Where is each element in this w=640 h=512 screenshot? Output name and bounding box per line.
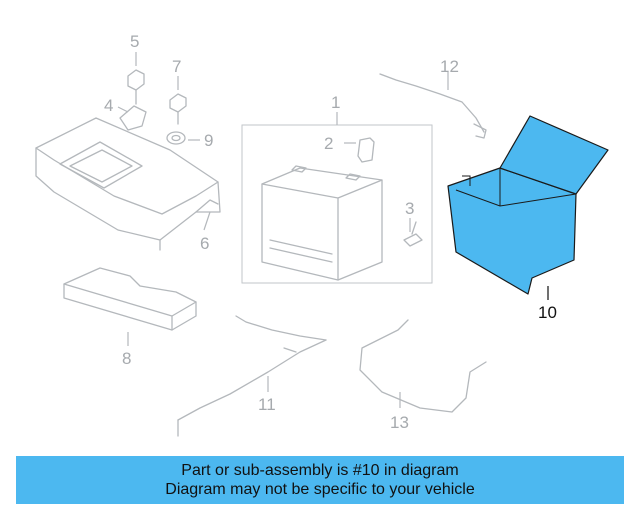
callout-3: 3 <box>405 199 414 218</box>
callout-9: 9 <box>204 131 213 150</box>
leader-4 <box>117 106 129 113</box>
tray-plate-8[interactable] <box>63 267 197 331</box>
callout-6: 6 <box>200 234 209 253</box>
callout-7: 7 <box>172 57 181 76</box>
bracket-4[interactable] <box>119 105 147 131</box>
callout-4: 4 <box>104 96 113 115</box>
bolt-7[interactable] <box>169 93 187 125</box>
part-1-group-box <box>241 124 433 284</box>
washer-9[interactable] <box>166 131 186 145</box>
terminal-cover[interactable] <box>357 137 375 163</box>
callout-5: 5 <box>130 32 139 51</box>
battery[interactable] <box>261 165 383 281</box>
callout-8: 8 <box>122 349 131 368</box>
leader-6 <box>203 211 211 231</box>
callout-2: 2 <box>324 134 333 153</box>
cable-11[interactable] <box>177 315 327 437</box>
cable-12[interactable] <box>379 73 487 139</box>
bolt-5[interactable] <box>127 69 145 105</box>
info-banner: Part or sub-assembly is #10 in diagram D… <box>16 456 624 504</box>
battery-cover-10[interactable] <box>447 115 609 295</box>
callout-1: 1 <box>331 93 340 112</box>
callout-11: 11 <box>258 395 276 414</box>
bolt-3[interactable] <box>403 221 423 247</box>
callout-12: 12 <box>440 57 459 76</box>
callout-10: 10 <box>538 303 557 322</box>
cable-13[interactable] <box>359 319 487 413</box>
banner-line-2: Diagram may not be specific to your vehi… <box>165 481 475 498</box>
banner-line-1: Part or sub-assembly is #10 in diagram <box>181 462 459 479</box>
battery-tray[interactable] <box>35 117 221 251</box>
callout-13: 13 <box>390 413 409 432</box>
